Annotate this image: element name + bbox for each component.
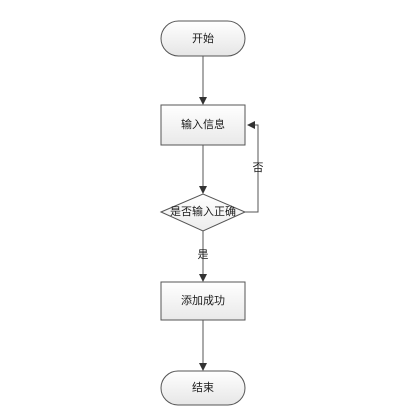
- edge-label-no: 否: [253, 161, 264, 174]
- start-node-label: 开始: [192, 31, 214, 45]
- end-node: 结束: [160, 370, 246, 406]
- input-node-label: 输入信息: [181, 117, 225, 131]
- start-node: 开始: [160, 20, 246, 57]
- input-node: 输入信息: [160, 104, 246, 146]
- end-node-label: 结束: [192, 381, 214, 394]
- success-node: 添加成功: [160, 281, 246, 321]
- decision-node: 是否输入正确: [159, 193, 247, 232]
- edges: [199, 56, 259, 371]
- success-node-label: 添加成功: [181, 293, 225, 307]
- edge-decision-to-input-no: [245, 121, 259, 213]
- edge-label-yes: 是: [198, 248, 209, 261]
- decision-node-label: 是否输入正确: [170, 204, 236, 218]
